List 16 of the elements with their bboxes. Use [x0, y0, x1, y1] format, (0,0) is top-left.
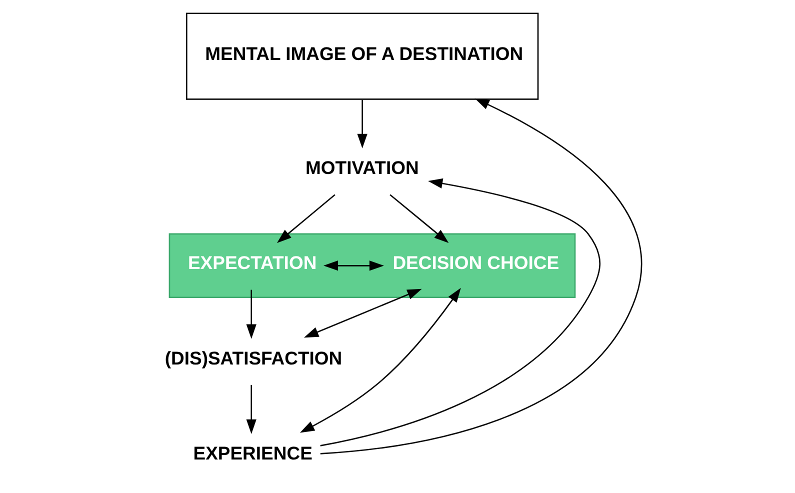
- arrow: [389, 194, 448, 244]
- arrow: [276, 194, 335, 244]
- arrow: [320, 178, 600, 446]
- arrow: [322, 260, 384, 271]
- arrow: [320, 98, 642, 454]
- arrow: [356, 100, 367, 148]
- arrow: [246, 290, 256, 339]
- node-text: EXPECTATION: [187, 252, 316, 274]
- node-text: EXPERIENCE: [192, 442, 312, 464]
- node-box: MENTAL IMAGE OF A DESTINATION: [185, 12, 538, 100]
- arrow: [299, 288, 460, 433]
- arrow: [246, 384, 256, 434]
- arrow: [303, 288, 422, 338]
- node-text: MOTIVATION: [305, 157, 418, 178]
- node-text: DECISION CHOICE: [392, 252, 559, 274]
- node-text: (DIS)SATISFACTION: [164, 347, 342, 368]
